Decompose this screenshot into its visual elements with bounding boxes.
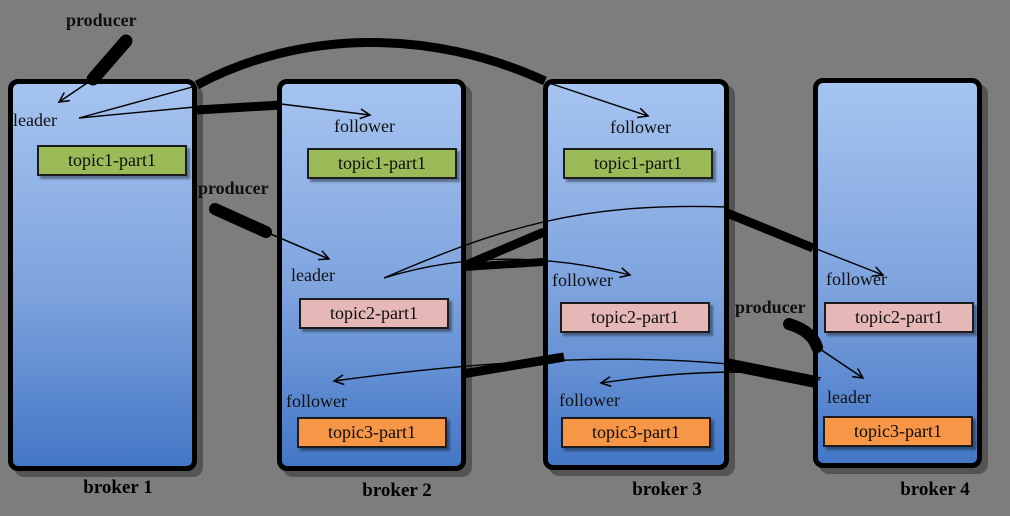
role-label: follower xyxy=(559,390,620,410)
producer-arrow-topic1-stroke xyxy=(86,34,133,86)
topic-partition-box: topic2-part1 xyxy=(824,302,974,333)
topic-partition-box: topic3-part1 xyxy=(823,416,973,447)
role-label: leader xyxy=(827,387,871,407)
role-label: follower xyxy=(286,391,347,411)
role-label: follower xyxy=(552,270,613,290)
topic-partition-box: topic2-part1 xyxy=(299,298,449,329)
producer-label: producer xyxy=(735,297,806,317)
producer-label: producer xyxy=(198,178,269,198)
topic-partition-box: topic1-part1 xyxy=(307,148,457,179)
replication-pipe-topic1-b1-b2 xyxy=(196,100,282,115)
broker-name-label: broker 1 xyxy=(83,477,153,498)
broker-name-label: broker 3 xyxy=(632,479,702,500)
topic-partition-box: topic2-part1 xyxy=(560,302,710,333)
replication-pipe-topic2-b2-b3 xyxy=(463,258,544,271)
role-label: follower xyxy=(334,116,395,136)
replication-pipe-topic3-b4-b3 xyxy=(724,358,818,388)
topic-partition-box: topic3-part1 xyxy=(297,417,447,448)
broker-box-1 xyxy=(8,79,197,471)
role-label: leader xyxy=(291,265,335,285)
role-label: follower xyxy=(610,117,671,137)
producer-label: producer xyxy=(66,10,137,30)
topic-partition-box: topic1-part1 xyxy=(37,145,187,176)
broker-name-label: broker 4 xyxy=(900,479,970,500)
producer-arrow-topic2-stroke xyxy=(209,203,272,238)
replication-pipe-topic2-b2-b4-segment2 xyxy=(725,208,815,253)
role-label: follower xyxy=(826,269,887,289)
replication-pipe-topic2-b2-b4-segment1 xyxy=(462,227,546,271)
broker-name-label: broker 2 xyxy=(362,480,432,501)
role-label: leader xyxy=(13,110,57,130)
topic-partition-box: topic1-part1 xyxy=(563,148,713,179)
topic-partition-box: topic3-part1 xyxy=(561,417,711,448)
